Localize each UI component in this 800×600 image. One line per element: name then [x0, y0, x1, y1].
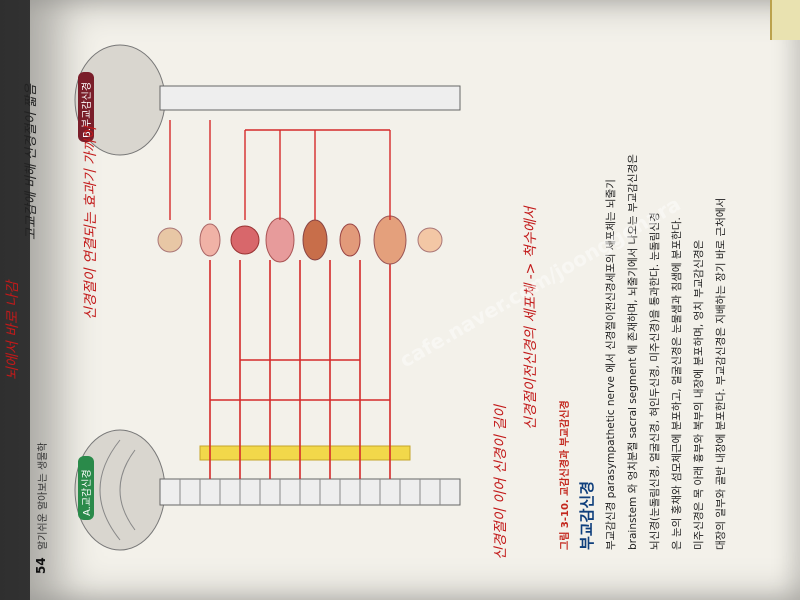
- page-number: 54: [34, 557, 48, 574]
- figure-caption: 그림 3-10. 교감신경과 부교감신경: [556, 400, 571, 550]
- stomach-organ-icon: [339, 223, 361, 257]
- organ-column: [157, 215, 443, 265]
- body-line: 은 눈의 홍채와 섬모체근에 분포하고, 얼굴신경은 눈물샘과 침샘에 분포한다…: [671, 217, 683, 550]
- right-spinal-cord: [159, 85, 461, 111]
- body-line: 미주신경은 목 아래 흉부와 복부의 내장에 분포하며, 엉치 부교감신경은: [693, 239, 705, 550]
- section-title: 부교감신경: [578, 480, 596, 550]
- body-text: 부교감신경 parasympathetic nerve 에서 신경절이전신경세포…: [600, 30, 732, 550]
- lung-organ-icon: [265, 217, 295, 263]
- eye-organ-icon: [157, 227, 183, 253]
- heart-organ-icon: [230, 225, 260, 255]
- liver-organ-icon: [302, 219, 328, 261]
- left-spine-ticks: [179, 479, 441, 505]
- left-spinal-cord: [159, 478, 461, 506]
- left-brain-gyri: [99, 439, 136, 541]
- handwritten-note: 신경절이 연결되는 효과기 가까이: [83, 126, 99, 320]
- right-diagram-label: B.부교감신경: [80, 82, 93, 138]
- left-diagram-label: A.교감신경: [80, 469, 93, 516]
- sympathetic-chain: [199, 445, 411, 461]
- sympathetic-nerves: [209, 260, 391, 479]
- right-label-badge: [78, 72, 94, 142]
- page-header: 알기쉬운 알아보는 생물학: [38, 442, 49, 550]
- left-label-badge: [78, 456, 94, 520]
- page-edge-tab: [770, 0, 800, 40]
- handwritten-note: 뇌에서 바로 나감: [5, 280, 21, 380]
- handwritten-note: 신경절이전신경의 세포체 -> 척수에서: [523, 206, 539, 430]
- body-line: 부교감신경 parasympathetic nerve 에서 신경절이전신경세포…: [605, 179, 617, 550]
- parasympathetic-nerves: [169, 120, 391, 220]
- bladder-organ-icon: [417, 227, 443, 253]
- body-line: brainstem 와 엉치분절 sacral segment 에 존재하며, …: [627, 154, 639, 550]
- handwritten-note: 신경절이 이어 신경이 길이: [493, 404, 509, 560]
- intestine-organ-icon: [373, 215, 407, 265]
- nervous-system-diagram: A.교감신경 B.부교감신경: [74, 44, 461, 551]
- body-line: 뇌신경(눈돌림신경, 얼굴신경, 혀인두신경, 미주신경)을 통과한다. 눈돌림…: [649, 212, 661, 550]
- body-line: 대장의 일부와 골반 내장에 분포한다. 부교감신경은 지배하는 장기 바로 근…: [715, 197, 727, 550]
- figure-caption-text: 그림 3-10. 교감신경과 부교감신경: [560, 400, 571, 550]
- gland-organ-icon: [199, 223, 221, 257]
- handwritten-note: 고교감에 비해 신경절이 짧음: [24, 84, 39, 240]
- rotated-page-content: 54 알기쉬운 알아보는 생물학: [5, 20, 780, 580]
